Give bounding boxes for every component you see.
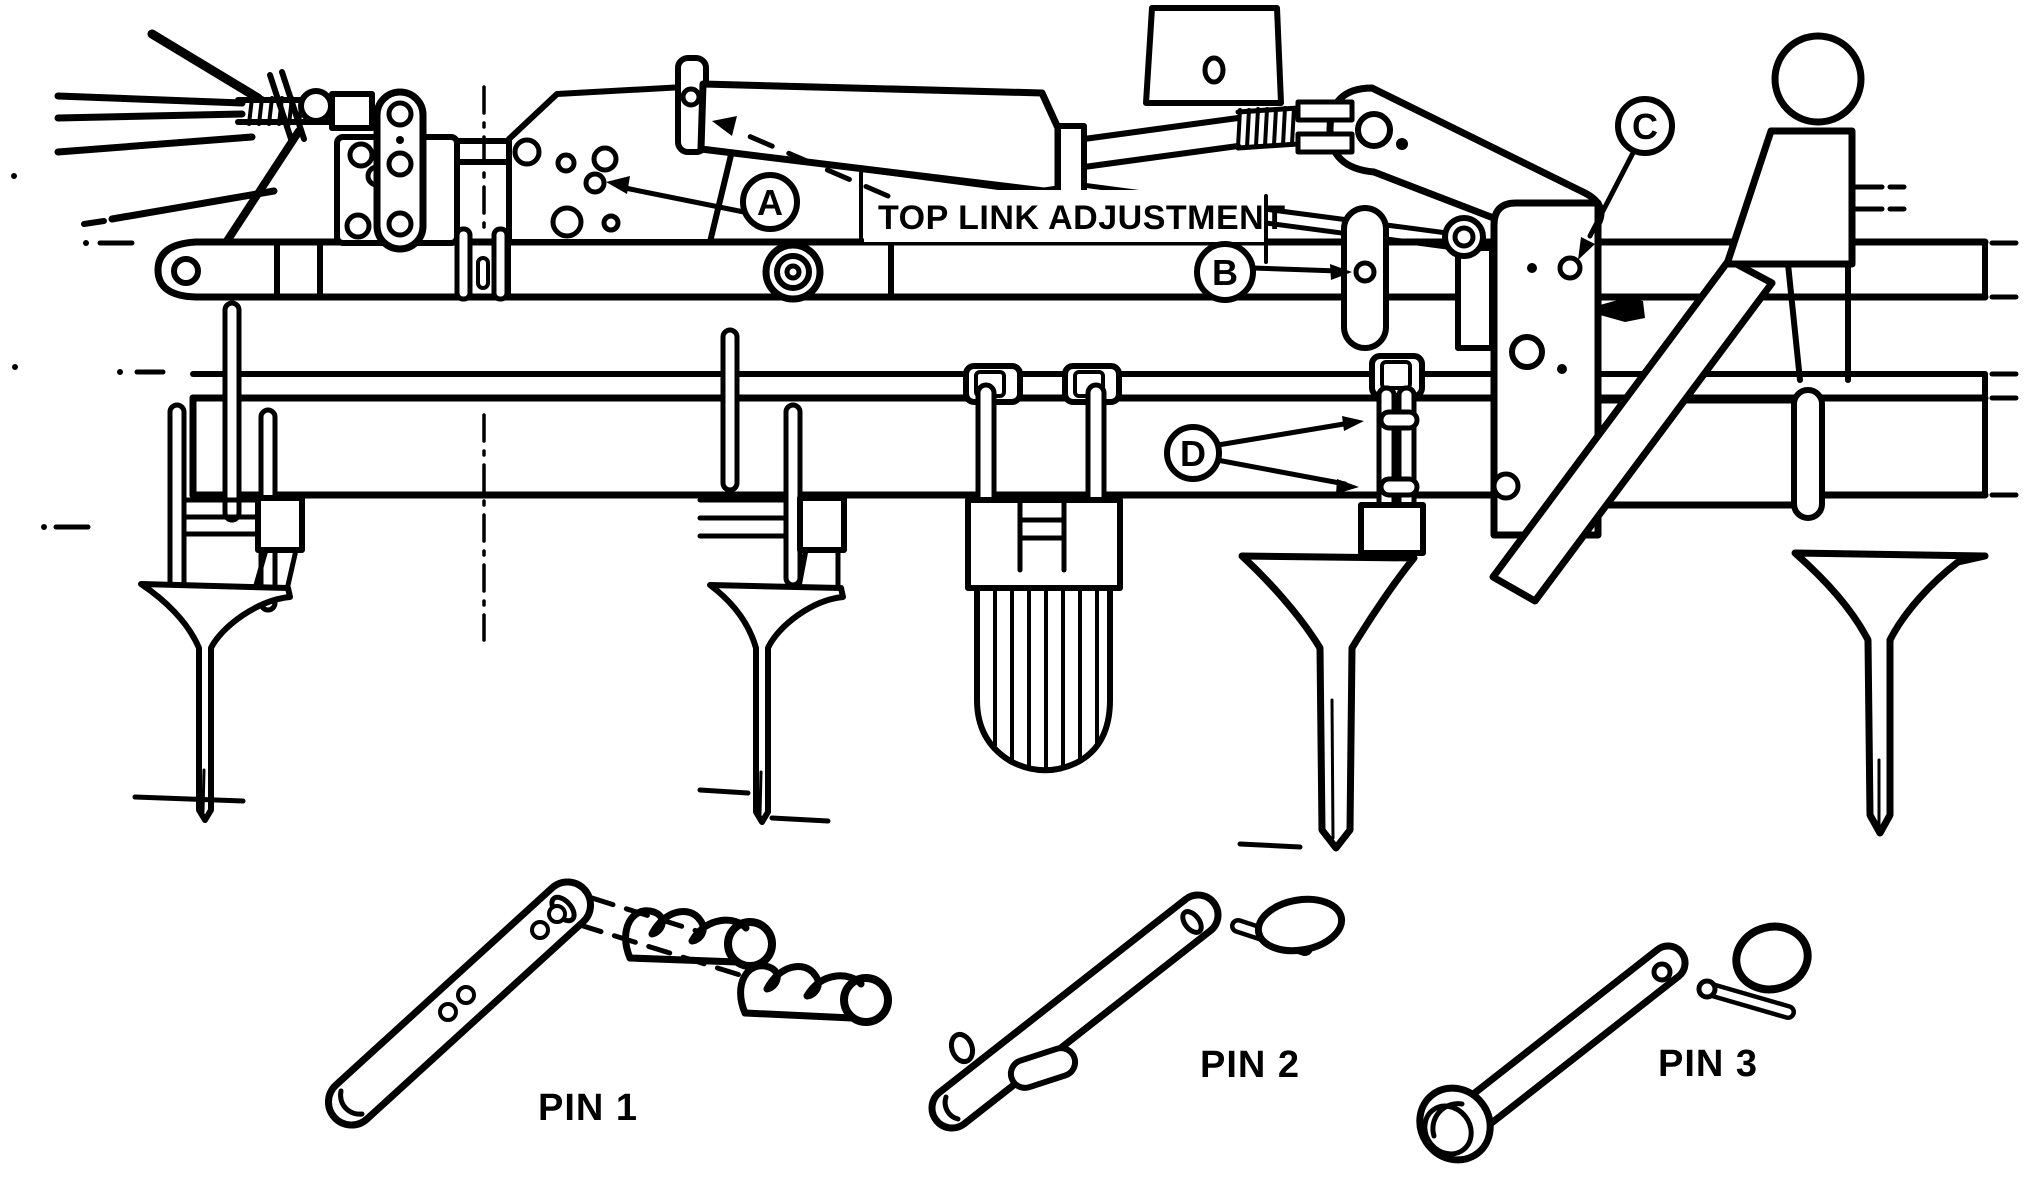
adjustment-hole-upper [591, 145, 619, 173]
callout-a-letter: A [757, 182, 783, 223]
top-link-adjustment-label: TOP LINK ADJUSTMENT [878, 199, 1285, 237]
chisel-point [1791, 549, 1989, 837]
clevis-jaw-lower [1295, 131, 1355, 155]
clamp-pin-lower [1378, 476, 1420, 498]
pin-2-body [928, 891, 1222, 1132]
pin-2-label: PIN 2 [1200, 1044, 1300, 1086]
pin-3-body [1457, 942, 1689, 1133]
left-clevis-threaded-rod [235, 69, 375, 145]
bolt-head [1600, 298, 1645, 322]
cotter-clip-2 [737, 962, 892, 1026]
shank-1 [132, 300, 305, 823]
lynch-pin-3 [1696, 922, 1812, 1020]
shield-plate [1723, 127, 1856, 268]
callout-d-letter: D [1180, 433, 1206, 474]
pin-2-detail: PIN 2 [928, 891, 1346, 1132]
bar-wear-strap [1791, 387, 1825, 521]
b-target-hole [1353, 260, 1377, 284]
mount-bracket-plate [1490, 199, 1645, 539]
rear-shield-and-knob [1723, 32, 1907, 383]
callout-b-circle [1194, 241, 1256, 303]
roller-basket-unit [963, 363, 1123, 774]
arrowhead-d-upper [1342, 416, 1364, 431]
clamp-pin-upper [1378, 409, 1420, 431]
arrowhead-b [1330, 264, 1352, 280]
callout-c: C [1578, 96, 1675, 260]
arrowhead-d-lower [1336, 479, 1359, 494]
clevis-jaw-upper [1295, 99, 1355, 123]
shank-right [1791, 549, 1989, 837]
pin-1-body [325, 878, 594, 1129]
callout-a: A [606, 172, 800, 232]
c-target-hole [1557, 255, 1583, 281]
pin-1-label: PIN 1 [538, 1087, 638, 1129]
callout-c-letter: C [1632, 106, 1658, 147]
cylinder-anchor-plate [1143, 5, 1284, 106]
shank-3 [1237, 552, 1418, 852]
clamp-with-pins [1358, 353, 1426, 556]
threaded-section [1235, 105, 1301, 151]
hanger-link-rear [1455, 245, 1495, 351]
chisel-point [1238, 552, 1418, 852]
adjustment-hole-lower [583, 171, 607, 195]
pin-3-detail: PIN 3 [1416, 922, 1812, 1164]
pin-3-label: PIN 3 [1658, 1043, 1758, 1085]
shank-2 [697, 327, 847, 825]
snap-clip-2 [1230, 895, 1346, 956]
arrowhead-a [606, 176, 630, 194]
mast-left-leg [223, 127, 303, 245]
top-link-assembly [675, 55, 1301, 197]
pin-1-detail: PIN 1 [325, 878, 892, 1129]
callout-b: B [1194, 241, 1352, 303]
lift-arm-diagonal [1489, 256, 1776, 605]
rocker-arm-assembly [1295, 84, 1605, 351]
callout-b-letter: B [1212, 252, 1238, 293]
annotations: TOP LINK ADJUSTMENT A B C [606, 96, 1675, 494]
dashed-arrowhead [712, 116, 737, 136]
chisel-point [138, 581, 293, 823]
callout-d: D [1164, 416, 1364, 494]
lower-links-left [11, 29, 278, 370]
arrowhead-c [1578, 237, 1595, 260]
callout-a-circle [740, 172, 800, 232]
knob-ball [1771, 32, 1865, 126]
pin-2-handle [1007, 1045, 1079, 1091]
cotter-clip-1 [622, 907, 776, 970]
callout-c-circle [1615, 96, 1675, 156]
callout-d-circle [1164, 424, 1222, 482]
chisel-point [707, 582, 846, 825]
